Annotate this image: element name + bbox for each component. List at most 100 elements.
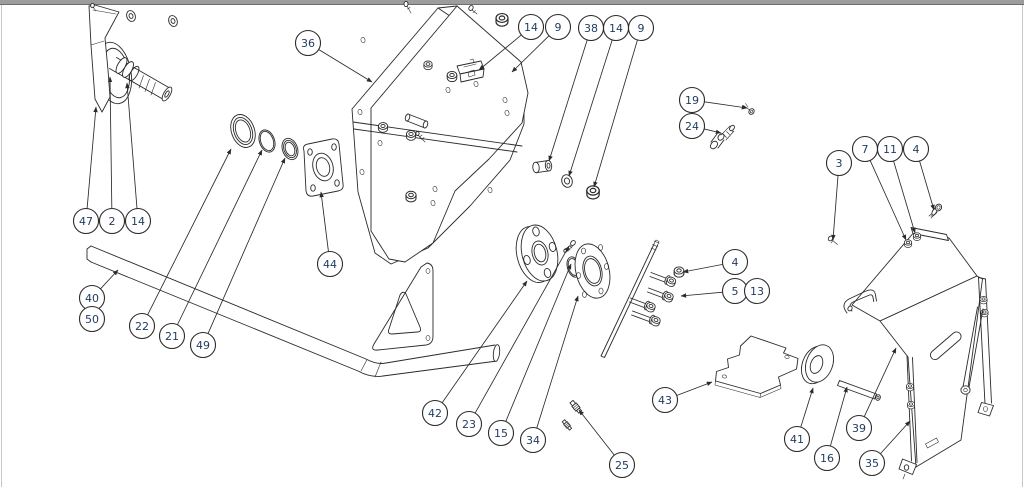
- shaft-flange: [574, 243, 611, 299]
- balloon-number: 24: [685, 120, 699, 133]
- leader-line: [578, 409, 615, 456]
- guard-hand-slot: [930, 331, 962, 361]
- balloon-circle: [544, 13, 572, 41]
- leader-line: [177, 149, 263, 325]
- callout-44: 44: [316, 191, 344, 278]
- balloon-circle: [858, 449, 886, 477]
- callout-23: 23: [455, 245, 570, 438]
- balloon-number: 9: [638, 22, 645, 35]
- balloon-number: 3: [836, 157, 843, 170]
- callout-15: 15: [487, 263, 572, 447]
- leader-line: [680, 291, 723, 298]
- balloon-number: 50: [85, 313, 99, 326]
- balloon-circle: [902, 135, 930, 163]
- callout-34: 34: [519, 295, 579, 454]
- balloon-number: 47: [79, 215, 93, 228]
- gusset-bracket: [372, 262, 434, 351]
- seal-ring: [230, 114, 256, 148]
- flat-bar: [837, 380, 881, 401]
- leader-line: [568, 39, 613, 177]
- balloon-number: 25: [615, 459, 629, 472]
- callout-4: 4: [682, 248, 749, 276]
- balloon-circle: [128, 312, 156, 340]
- balloon-circle: [845, 414, 873, 442]
- leader-line: [704, 101, 748, 110]
- callout-5: 5: [680, 277, 749, 305]
- leader-line: [125, 82, 138, 209]
- balloon-number: 49: [196, 339, 210, 352]
- balloon-number: 19: [685, 94, 699, 107]
- flange-screw: [928, 203, 943, 219]
- loose-top-fasteners: [403, 0, 509, 27]
- leader-line: [919, 160, 935, 211]
- balloon-number: 5: [732, 285, 739, 298]
- callout-14: 14: [568, 14, 630, 177]
- balloon-number: 9: [555, 21, 562, 34]
- balloon-number: 14: [609, 22, 623, 35]
- lock-nut: [586, 185, 600, 200]
- balloon-number: 13: [750, 285, 764, 298]
- balloon-circle: [294, 29, 322, 57]
- balloon-number: 22: [135, 320, 149, 333]
- leader-line: [147, 148, 232, 316]
- balloon-circle: [678, 86, 706, 114]
- balloon-circle: [743, 277, 771, 305]
- leader-line: [86, 106, 98, 209]
- ring-spacer: [800, 344, 835, 385]
- balloon-number: 35: [865, 457, 879, 470]
- callout-4: 4: [902, 135, 935, 211]
- balloon-number: 42: [428, 407, 442, 420]
- callout-36: 36: [294, 29, 373, 83]
- balloon-number: 16: [820, 452, 834, 465]
- spacer-bushing: [532, 159, 553, 174]
- leader-line: [318, 49, 373, 83]
- callout-22: 22: [128, 148, 232, 340]
- mount-plate: [714, 335, 799, 398]
- callout-2: 2: [98, 76, 126, 235]
- balloon-circle: [421, 399, 449, 427]
- shoulder-screw: [710, 124, 735, 150]
- leader-line: [505, 263, 572, 422]
- callout-9: 9: [593, 14, 655, 188]
- hub-flange: [515, 224, 559, 283]
- balloon-circle: [78, 305, 106, 333]
- leader-line: [800, 387, 814, 428]
- leader-line: [478, 34, 522, 71]
- balloon-circle: [721, 248, 749, 276]
- hub-shaft-assembly: [88, 2, 178, 113]
- callout-13: 13: [743, 277, 771, 305]
- balloon-number: 15: [494, 427, 508, 440]
- mount-bracket: [88, 4, 120, 113]
- balloon-circle: [813, 444, 841, 472]
- balloon-circle: [124, 207, 152, 235]
- leader-line: [319, 191, 329, 252]
- belt-guard: [843, 227, 994, 480]
- callout-41: 41: [783, 387, 814, 453]
- callout-3: 3: [825, 149, 853, 241]
- callout-24: 24: [678, 112, 722, 140]
- balloon-circle: [651, 386, 679, 414]
- balloon-number: 43: [658, 394, 672, 407]
- balloon-number: 14: [524, 21, 538, 34]
- balloon-number: 44: [323, 258, 337, 271]
- guard-front-panel: [879, 275, 983, 468]
- callout-43: 43: [651, 381, 713, 414]
- pan-head-screw: [743, 103, 755, 115]
- leader-line: [593, 39, 638, 188]
- leader-line: [869, 160, 907, 241]
- leader-line: [536, 295, 579, 429]
- flange-bearing: [303, 138, 344, 197]
- grease-zerk: [563, 240, 576, 253]
- callout-42: 42: [421, 280, 528, 427]
- callout-50: 50: [78, 305, 106, 333]
- balloon-circle: [487, 419, 515, 447]
- balloon-number: 36: [301, 37, 315, 50]
- callout-21: 21: [158, 149, 263, 350]
- callout-16: 16: [813, 386, 848, 472]
- leader-line: [548, 39, 588, 162]
- balloon-circle: [158, 322, 186, 350]
- balloon-number: 39: [852, 422, 866, 435]
- balloon-circle: [98, 207, 126, 235]
